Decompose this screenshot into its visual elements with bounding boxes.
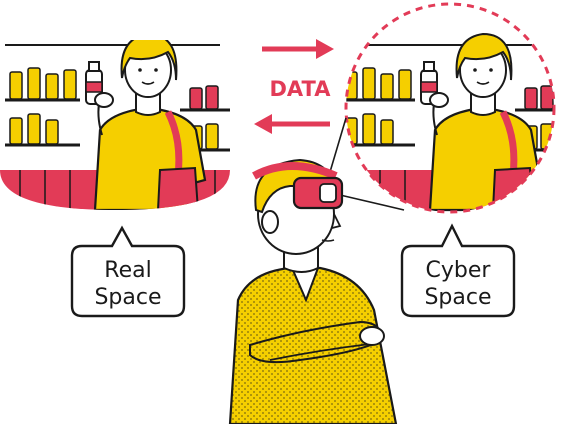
data-label: DATA	[269, 77, 331, 101]
view-line-lower	[339, 194, 405, 211]
real-space-label-line2: Space	[94, 285, 161, 310]
vr-headset-icon	[292, 176, 344, 210]
arrow-right-icon	[262, 39, 334, 59]
cyber-space-scene	[335, 34, 565, 210]
real-space-scene	[0, 34, 230, 210]
view-line-upper	[329, 117, 347, 173]
real-space-label-line1: Real	[104, 258, 151, 283]
arrow-left-icon	[254, 114, 330, 134]
cyber-space-bubble: Cyber Space	[400, 223, 516, 318]
man-with-vr-headset	[228, 158, 398, 424]
cyber-space-label-line2: Space	[424, 285, 491, 310]
cyber-space-dashed-circle	[344, 2, 556, 214]
cyber-space-label-line1: Cyber	[426, 258, 492, 283]
real-space-bubble: Real Space	[70, 225, 186, 318]
